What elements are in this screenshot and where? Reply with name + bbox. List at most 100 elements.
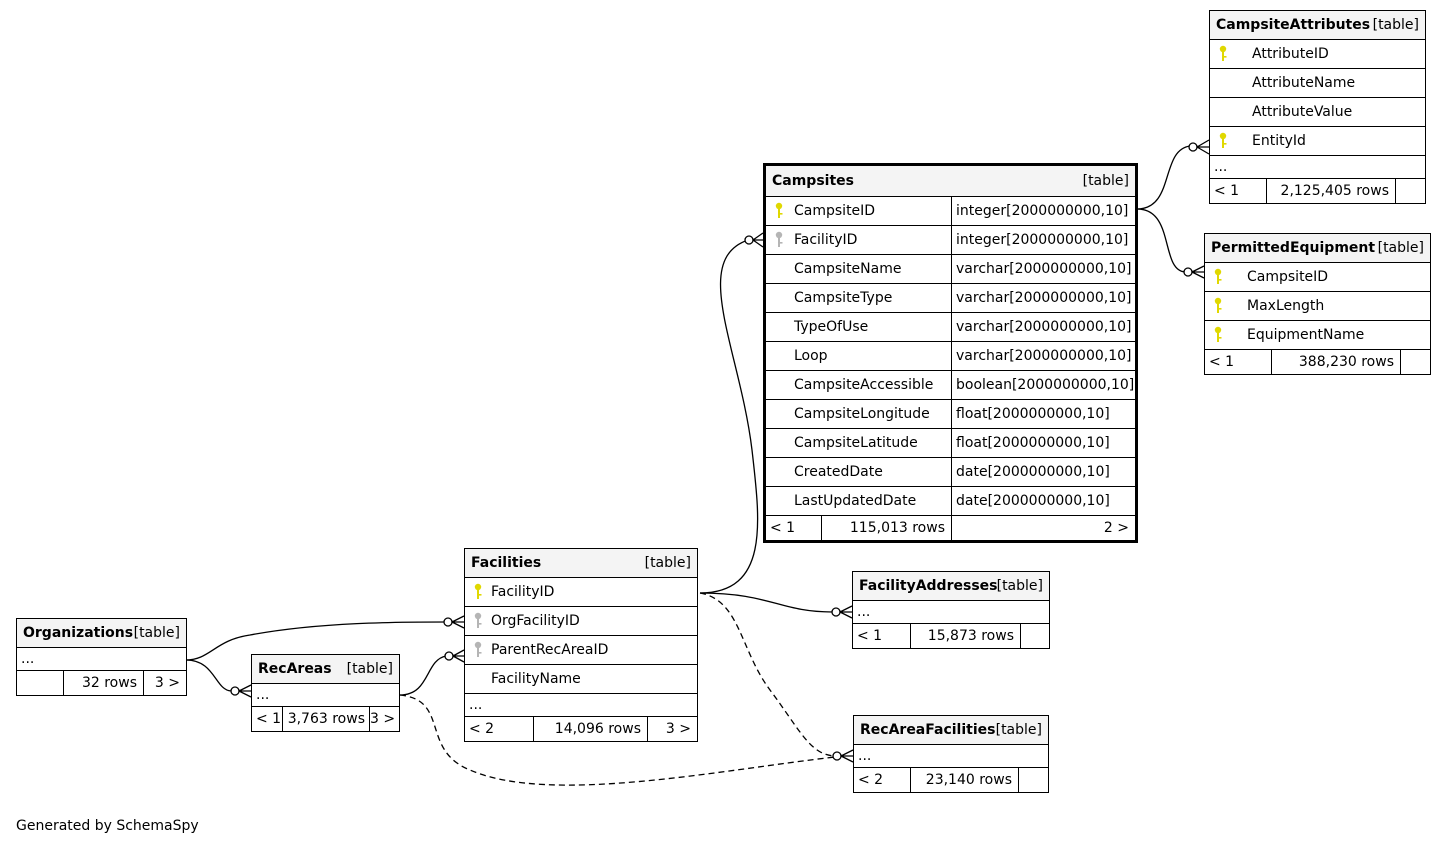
table-kind: [table]: [996, 578, 1043, 594]
more-columns: ...: [465, 694, 697, 717]
column-name: LastUpdatedDate: [794, 493, 917, 509]
parents-link[interactable]: < 2: [858, 772, 884, 788]
column-row[interactable]: FacilityName: [465, 665, 697, 694]
optional-marker: [831, 607, 841, 617]
column-row[interactable]: MaxLength: [1205, 292, 1430, 321]
column-row[interactable]: CampsiteID: [1205, 263, 1430, 292]
column-type: boolean[2000000000,10]: [951, 371, 1134, 399]
table-footer: 32 rows 3 >: [17, 671, 186, 695]
parents-link[interactable]: [17, 671, 63, 695]
children-link[interactable]: [1400, 350, 1430, 374]
primary-key-icon: [1219, 132, 1227, 148]
edge-recareas-recareafacilities: [399, 694, 836, 786]
table-header: CampsiteAttributes [table]: [1210, 11, 1425, 40]
parents-link[interactable]: < 1: [770, 520, 796, 536]
table-kind: [table]: [644, 555, 691, 571]
primary-key-icon: [1219, 45, 1227, 61]
children-link[interactable]: [1020, 624, 1049, 648]
children-link[interactable]: 2 >: [951, 516, 1135, 540]
table-organizations[interactable]: Organizations [table] ... 32 rows 3 >: [16, 618, 187, 696]
primary-key-icon: [1214, 268, 1222, 284]
column-type: varchar[2000000000,10]: [951, 313, 1131, 341]
table-name[interactable]: RecAreaFacilities: [860, 722, 996, 738]
table-name[interactable]: FacilityAddresses: [859, 578, 998, 594]
table-name[interactable]: PermittedEquipment: [1211, 240, 1376, 256]
children-link[interactable]: 3 >: [647, 717, 697, 741]
table-kind: [table]: [995, 722, 1042, 738]
edge-facilities-facilityaddresses: [699, 592, 833, 613]
column-type: varchar[2000000000,10]: [951, 284, 1131, 312]
table-name[interactable]: RecAreas: [258, 661, 332, 677]
table-name[interactable]: Organizations: [23, 625, 134, 641]
column-row[interactable]: AttributeName: [1210, 69, 1425, 98]
column-row[interactable]: ParentRecAreaID: [465, 636, 697, 665]
table-rec-area-facilities[interactable]: RecAreaFacilities [table] ... < 2 23,140…: [853, 715, 1049, 793]
column-name: CampsiteLatitude: [794, 435, 918, 451]
edge-organizations-recareas: [185, 659, 232, 692]
column-name: Loop: [794, 348, 828, 364]
row-count: 2,125,405 rows: [1266, 179, 1395, 203]
table-name[interactable]: Facilities: [471, 555, 542, 571]
table-header: Organizations [table]: [17, 619, 186, 648]
parents-link[interactable]: < 1: [1214, 183, 1240, 199]
crowfoot-marker: [752, 232, 764, 248]
children-link[interactable]: [1018, 768, 1048, 792]
column-name: FacilityID: [794, 232, 858, 248]
optional-marker: [744, 235, 754, 245]
column-row[interactable]: AttributeID: [1210, 40, 1425, 69]
column-name: TypeOfUse: [794, 319, 869, 335]
column-row[interactable]: EquipmentName: [1205, 321, 1430, 350]
crowfoot-marker: [238, 684, 252, 698]
column-name: CampsiteName: [794, 261, 902, 277]
children-link[interactable]: 3 >: [143, 671, 186, 695]
children-link[interactable]: 3 >: [369, 707, 399, 731]
table-rec-areas[interactable]: RecAreas [table] ... < 1 3,763 rows 3 >: [251, 654, 400, 732]
table-footer: < 1 2,125,405 rows: [1210, 179, 1425, 203]
column-row[interactable]: CampsiteName varchar[2000000000,10]: [766, 255, 1135, 284]
table-footer: < 2 14,096 rows 3 >: [465, 717, 697, 741]
parents-link[interactable]: < 2: [469, 721, 495, 737]
column-row[interactable]: AttributeValue: [1210, 98, 1425, 127]
table-name[interactable]: Campsites: [772, 173, 854, 189]
column-row[interactable]: EntityId: [1210, 127, 1425, 156]
table-header: RecAreas [table]: [252, 655, 399, 684]
foreign-key-icon: [474, 641, 482, 657]
table-facility-addresses[interactable]: FacilityAddresses [table] ... < 1 15,873…: [852, 571, 1050, 649]
column-name: CreatedDate: [794, 464, 883, 480]
column-type: varchar[2000000000,10]: [951, 342, 1131, 370]
table-header: RecAreaFacilities [table]: [854, 716, 1048, 745]
edge-campsites-permittedequipment: [1136, 208, 1186, 273]
column-row[interactable]: TypeOfUse varchar[2000000000,10]: [766, 313, 1135, 342]
parents-link[interactable]: < 1: [857, 628, 883, 644]
column-name: MaxLength: [1247, 298, 1325, 314]
row-count: 32 rows: [63, 671, 143, 695]
table-name[interactable]: CampsiteAttributes: [1216, 17, 1371, 33]
column-row[interactable]: OrgFacilityID: [465, 607, 697, 636]
table-header: Campsites [table]: [766, 166, 1135, 197]
parents-link[interactable]: < 1: [256, 711, 282, 727]
parents-link[interactable]: < 1: [1209, 354, 1235, 370]
more-columns: ...: [1210, 156, 1425, 179]
children-link[interactable]: [1395, 179, 1425, 203]
edge-recareas-facilities: [399, 655, 447, 696]
row-count: 115,013 rows: [821, 516, 951, 540]
table-header: Facilities [table]: [465, 549, 697, 578]
column-type: varchar[2000000000,10]: [951, 255, 1131, 283]
column-row[interactable]: FacilityID: [465, 578, 697, 607]
table-footer: < 2 23,140 rows: [854, 768, 1048, 792]
column-row[interactable]: Loop varchar[2000000000,10]: [766, 342, 1135, 371]
more-columns: ...: [252, 684, 399, 707]
